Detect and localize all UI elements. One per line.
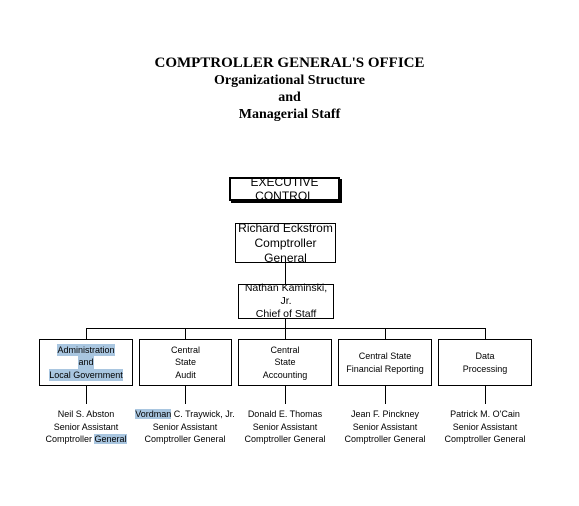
comptroller-general-title: Comptroller General	[254, 235, 317, 265]
dept-box-financial-reporting: Central State Financial Reporting	[338, 339, 432, 386]
subtitle-line-3: Managerial Staff	[238, 107, 341, 122]
staff-role: Comptroller General	[244, 434, 326, 444]
staff-name: Patrick M. O'Cain	[450, 409, 520, 419]
dept-box-audit: Central State Audit	[139, 339, 232, 386]
connector-line	[285, 328, 286, 339]
staff-entry-pinckney: Jean F. Pinckney Senior Assistant Comptr…	[335, 408, 435, 446]
dept-box-accounting: Central State Accounting	[238, 339, 332, 386]
connector-line	[385, 328, 386, 339]
staff-role: Senior Assistant	[452, 421, 518, 432]
staff-role: Comptroller General	[144, 434, 226, 444]
dept-box-data-processing: Data Processing	[438, 339, 532, 386]
staff-role: Comptroller General	[344, 434, 426, 444]
dept-label-line: Central State	[358, 351, 412, 361]
connector-line	[86, 386, 87, 404]
staff-entry-abston: Neil S. Abston Senior Assistant Comptrol…	[36, 408, 136, 446]
dept-label-line: Administration	[57, 343, 115, 357]
dept-label-line: Central	[170, 344, 200, 355]
staff-role: Senior Assistant	[252, 421, 318, 432]
executive-control-label: EXECUTIVE CONTROL	[250, 175, 319, 203]
branch-line	[86, 328, 486, 329]
dept-box-administration: Administration and Local Government	[39, 339, 133, 386]
staff-name: Jean F. Pinckney	[350, 409, 420, 419]
dept-label-line: Financial Reporting	[346, 363, 424, 374]
staff-name: Vordman C. Traywick, Jr.	[135, 409, 235, 419]
chief-of-staff-title: Chief of Staff	[255, 308, 317, 320]
connector-line	[385, 386, 386, 404]
dept-label-line: Central	[270, 344, 300, 355]
dept-label-line: State	[274, 357, 296, 368]
connector-line	[285, 319, 286, 329]
executive-control-box: EXECUTIVE CONTROL	[229, 175, 340, 203]
comptroller-general-box: Richard Eckstrom Comptroller General	[235, 220, 336, 265]
dept-label-line: Accounting	[262, 369, 308, 380]
dept-label-line: Local Government	[49, 368, 123, 382]
dept-label-line: Processing	[462, 363, 508, 374]
subtitle-line-2: and	[278, 90, 301, 105]
staff-role: Senior Assistant	[352, 421, 418, 432]
connector-line	[285, 263, 286, 285]
connector-line	[485, 386, 486, 404]
staff-role: Comptroller General	[45, 434, 127, 444]
connector-line	[185, 386, 186, 404]
staff-entry-traywick: Vordman C. Traywick, Jr. Senior Assistan…	[135, 408, 235, 446]
staff-name: Neil S. Abston	[57, 409, 115, 419]
subtitle-line-1: Organizational Structure	[213, 73, 365, 88]
office-title: COMPTROLLER GENERAL'S OFFICE	[154, 55, 425, 71]
dept-label-line: Data	[475, 351, 495, 361]
connector-line	[285, 386, 286, 404]
dept-label-line: Audit	[175, 369, 196, 380]
staff-name: Donald E. Thomas	[247, 409, 323, 419]
staff-role: Comptroller General	[444, 434, 526, 444]
comptroller-general-name: Richard Eckstrom	[238, 220, 333, 235]
connector-line	[185, 328, 186, 339]
staff-role: Senior Assistant	[53, 421, 119, 432]
staff-entry-ocain: Patrick M. O'Cain Senior Assistant Compt…	[435, 408, 535, 446]
staff-entry-thomas: Donald E. Thomas Senior Assistant Comptr…	[235, 408, 335, 446]
connector-line	[485, 328, 486, 339]
dept-label-line: State	[174, 357, 196, 368]
chief-of-staff-name: Nathan Kaminski, Jr.	[244, 282, 328, 307]
chief-of-staff-box: Nathan Kaminski, Jr. Chief of Staff	[238, 282, 334, 320]
dept-label-line: and	[78, 356, 94, 369]
connector-line	[86, 328, 87, 339]
staff-role: Senior Assistant	[152, 421, 218, 432]
